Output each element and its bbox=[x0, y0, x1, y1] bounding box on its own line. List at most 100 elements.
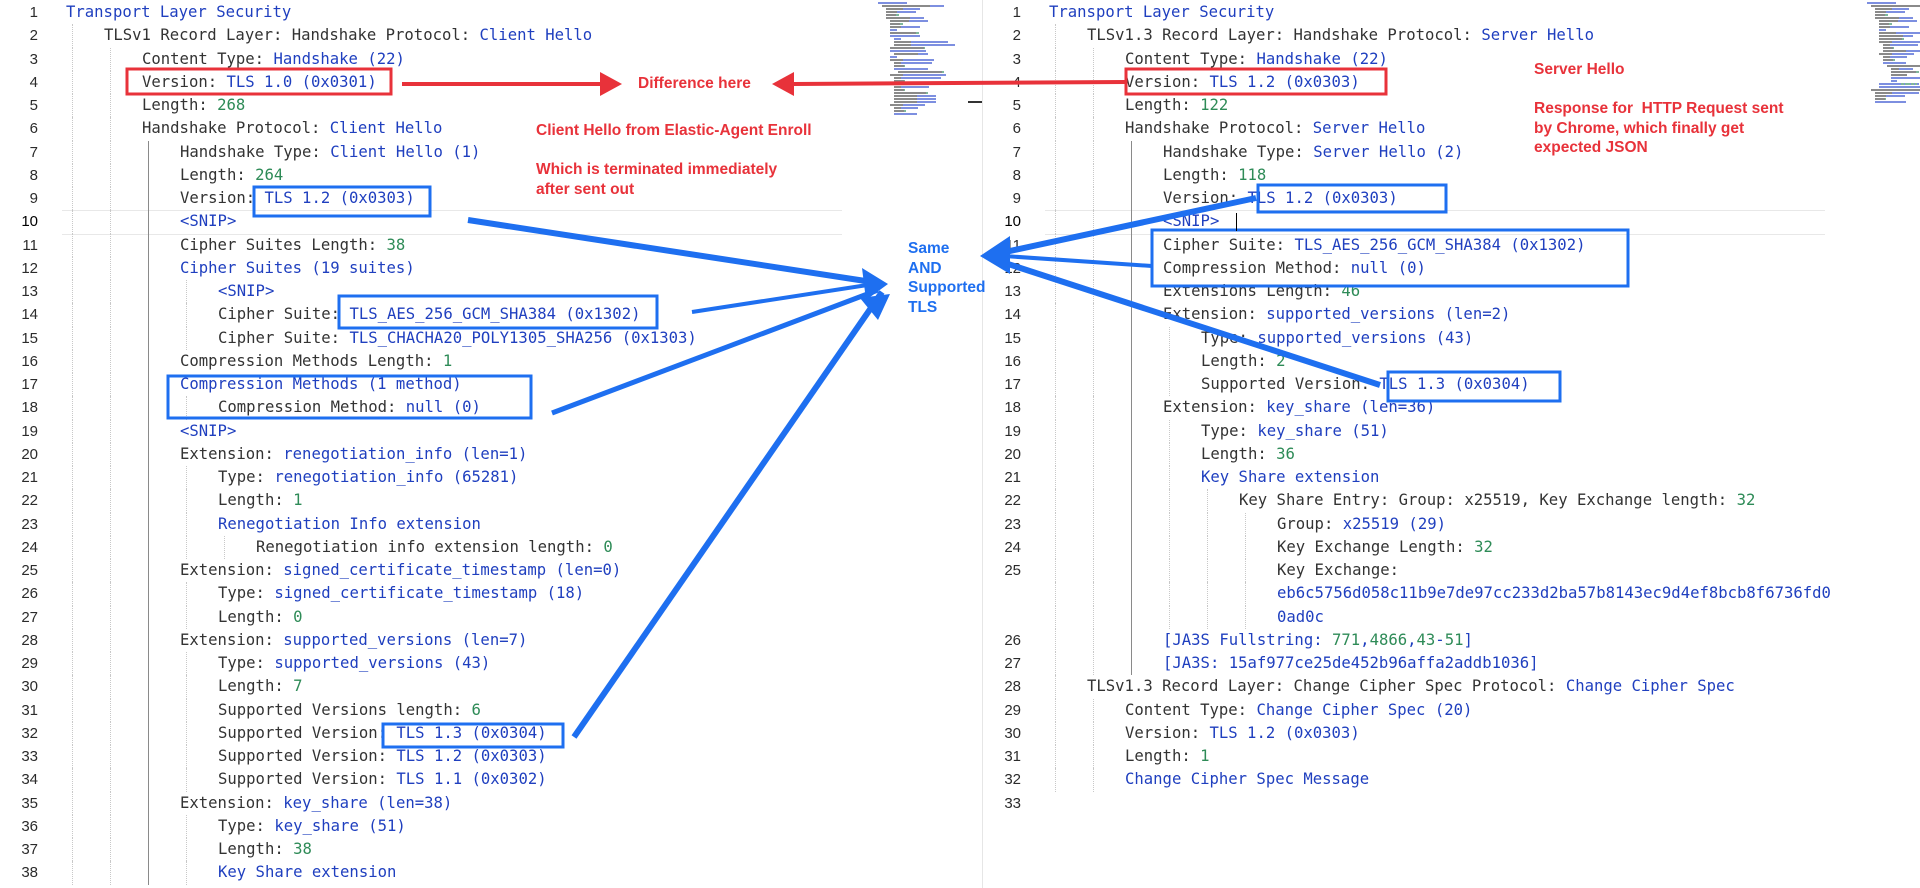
token: Handshake (22) bbox=[273, 49, 405, 68]
line-text: Compression Method: null (0) bbox=[1163, 257, 1426, 280]
code-line[interactable]: 0ad0c bbox=[983, 606, 1883, 629]
minimap-line bbox=[894, 98, 917, 100]
indent-guide bbox=[148, 140, 149, 164]
code-line[interactable]: 26[JA3S Fullstring: 771,4866,43-51] bbox=[983, 629, 1883, 652]
code-line[interactable]: 19<SNIP> bbox=[0, 420, 900, 443]
terminated-note: Which is terminated immediately after se… bbox=[536, 161, 778, 198]
minimap-line bbox=[890, 35, 920, 37]
code-line[interactable]: 10<SNIP> bbox=[983, 210, 1883, 233]
indent-guide bbox=[72, 396, 73, 420]
code-line[interactable]: 27[JA3S: 15af977ce25de452b96affa2addb103… bbox=[983, 652, 1883, 675]
minimap-line bbox=[1891, 68, 1900, 70]
code-line[interactable]: 13<SNIP> bbox=[0, 280, 900, 303]
line-text: Version: TLS 1.2 (0x0303) bbox=[180, 187, 415, 210]
minimap-line bbox=[903, 104, 925, 106]
indent-guide bbox=[1055, 721, 1056, 745]
line-number: 20 bbox=[1004, 445, 1021, 463]
token: Extensions Length: bbox=[1163, 282, 1342, 300]
indent-guide bbox=[1093, 652, 1094, 676]
indent-guide bbox=[1093, 303, 1094, 327]
code-line[interactable]: 33 bbox=[983, 792, 1883, 815]
scroll-marker[interactable] bbox=[968, 101, 982, 103]
code-line[interactable]: eb6c5756d058c11b9e7de97cc233d2ba57b8143e… bbox=[983, 582, 1883, 605]
minimap-line bbox=[890, 83, 904, 85]
token: Handshake (22) bbox=[1256, 49, 1388, 68]
line-number: 31 bbox=[1004, 748, 1021, 765]
token: Content Type: bbox=[1125, 700, 1257, 719]
indent-guide bbox=[72, 163, 73, 187]
line-number: 14 bbox=[1004, 306, 1021, 324]
code-line[interactable]: 10<SNIP> bbox=[0, 210, 900, 233]
minimap[interactable] bbox=[878, 2, 978, 122]
minimap[interactable] bbox=[1867, 2, 1920, 122]
token: Cipher Suite: bbox=[1163, 235, 1295, 254]
token: [JA3S: 15af977ce25de452b96affa2addb1036] bbox=[1163, 654, 1539, 672]
